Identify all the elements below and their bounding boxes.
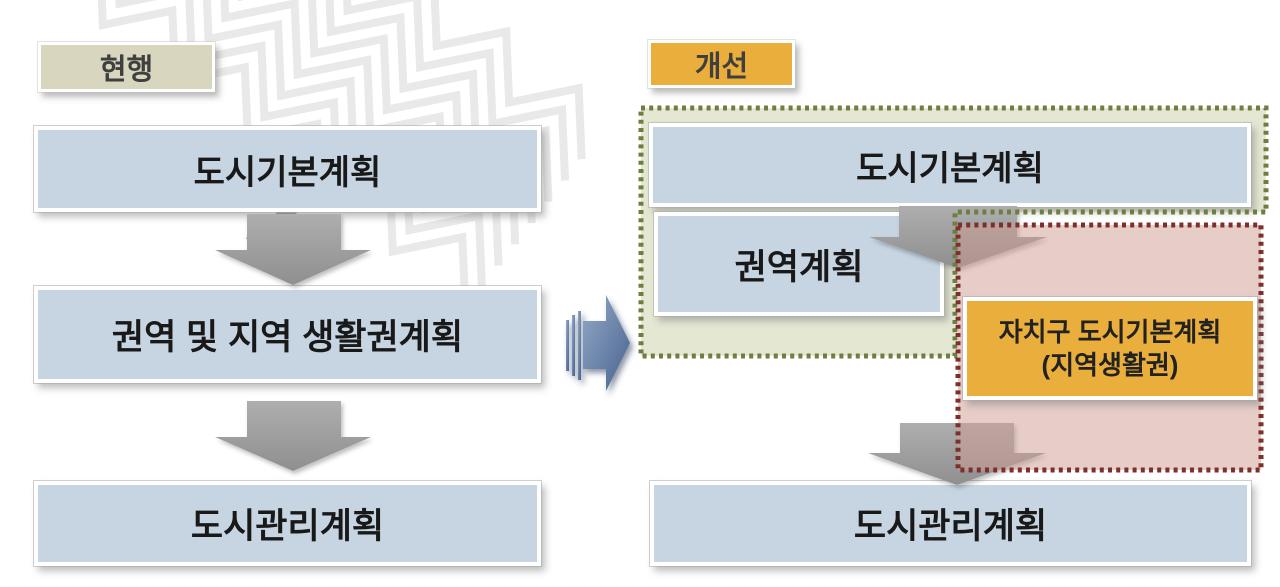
improved-label: 개선 [648, 40, 795, 88]
current-label: 현행 [38, 42, 215, 92]
down-arrow-icon [215, 401, 371, 471]
down-arrow-icon [215, 214, 371, 285]
improved-master-plan-box: 도시기본계획 [649, 123, 1251, 207]
current-management-plan-box: 도시관리계획 [34, 481, 541, 566]
improved-district-plan-box: 자치구 도시기본계획 (지역생활권) [963, 297, 1257, 400]
current-master-plan-box: 도시기본계획 [34, 126, 541, 212]
improved-management-plan-box: 도시관리계획 [650, 481, 1251, 566]
down-arrow-icon [868, 423, 1046, 485]
right-arrow-icon [566, 295, 630, 391]
district-plan-line1: 자치구 도시기본계획 [998, 317, 1222, 347]
improved-region-plan-box: 권역계획 [654, 212, 944, 316]
district-plan-line2: (지역생활권) [1041, 349, 1179, 380]
current-living-area-plan-box: 권역 및 지역 생활권계획 [34, 286, 541, 383]
